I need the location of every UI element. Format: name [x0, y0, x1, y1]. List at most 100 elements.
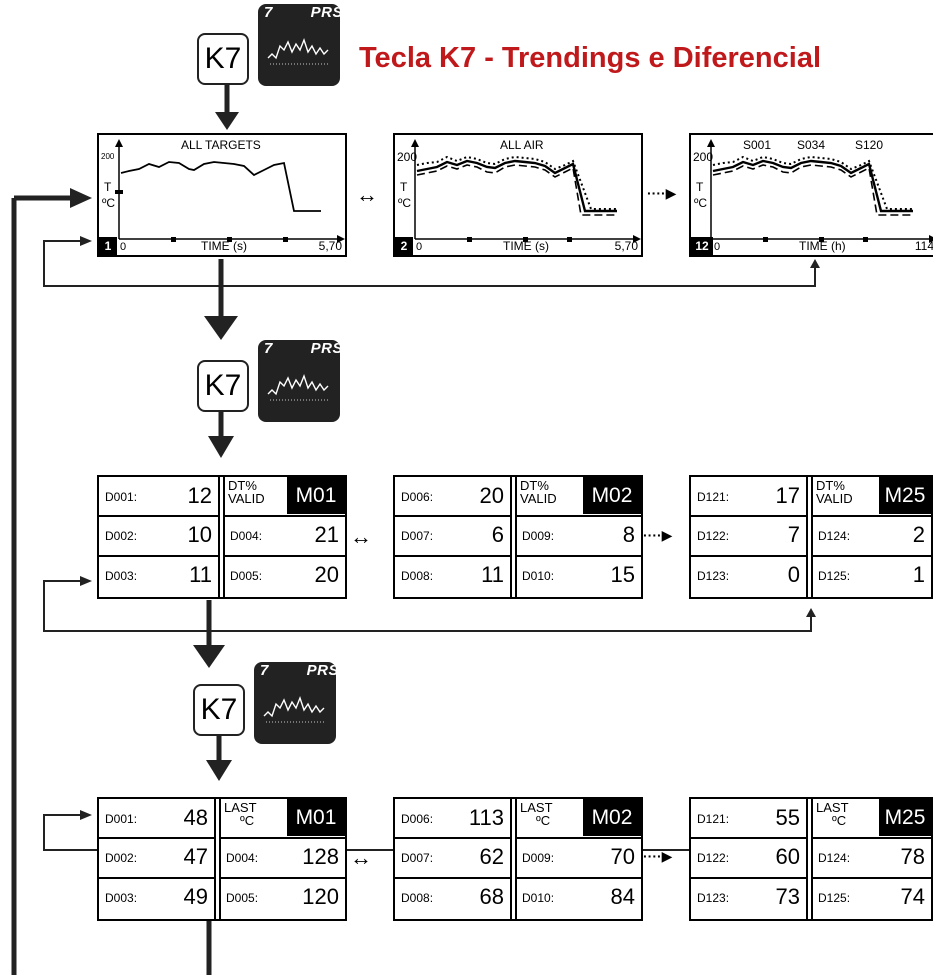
- table-row: D007:62: [395, 838, 510, 877]
- cell-value: 55: [775, 805, 800, 830]
- cell-value: 6: [491, 522, 504, 547]
- cell-value: 74: [900, 884, 925, 909]
- cell-label: D010:: [522, 891, 555, 905]
- cell-value: 15: [610, 562, 635, 587]
- table-row: D124:2: [812, 516, 931, 555]
- module-badge: M02: [583, 799, 641, 836]
- cell-value: 12: [187, 483, 212, 508]
- cell-label: D004:: [230, 529, 263, 543]
- cell-value: 11: [189, 562, 212, 587]
- both-ways-arrow: ↔: [350, 524, 372, 549]
- table-row: D004:128: [220, 838, 345, 877]
- cell-value: 20: [314, 562, 339, 587]
- k7-key[interactable]: K7: [193, 684, 245, 736]
- table-header: DT%VALID M01: [224, 477, 345, 516]
- table-row: D121: 55: [691, 799, 806, 838]
- table-row: D004:21: [224, 516, 345, 555]
- table-row: D010:15: [516, 556, 641, 595]
- cell-value: 48: [183, 805, 208, 830]
- table-row: D002: 10: [99, 516, 218, 555]
- cell-label: D125:: [818, 569, 851, 583]
- cell-value: 68: [479, 884, 504, 909]
- trend-screen-all-targets: ALL TARGETS 200 T ºC 1 0 TIME (s) 5,70: [97, 133, 347, 257]
- module-badge: M25: [879, 799, 931, 836]
- table-row: D122:60: [691, 838, 806, 877]
- diagram-title: Tecla K7 - Trendings e Diferencial: [359, 42, 822, 74]
- k7-key[interactable]: K7: [197, 33, 249, 85]
- trend-title: ALL AIR: [500, 138, 544, 152]
- trend-key-icon: 7 PRS: [258, 340, 340, 422]
- cell-value: 11: [481, 562, 504, 587]
- table-row: D007:6: [395, 516, 510, 555]
- cell-value: 120: [302, 884, 339, 909]
- table-row: D125: 74: [812, 878, 931, 917]
- x-max-label: 5,70: [318, 239, 342, 253]
- screen-number-badge: 12: [691, 237, 713, 255]
- both-ways-arrow: ↔: [350, 845, 372, 870]
- cell-label: D125:: [818, 891, 851, 905]
- ellipsis-arrow: ····▶: [643, 527, 673, 543]
- module-badge: M02: [583, 477, 641, 514]
- table-row: D009:70: [516, 838, 641, 877]
- key-icon-mode: PRS: [306, 662, 336, 679]
- y-max-label: 200: [693, 150, 714, 164]
- table-row: D121:17: [691, 477, 806, 516]
- table-row: D002:47: [99, 838, 214, 877]
- table-row: D001:48: [99, 799, 214, 838]
- cell-label: D006:: [401, 812, 434, 826]
- flow-arrow-down: [215, 84, 239, 130]
- y-axis-unit: ºC: [694, 196, 708, 210]
- trend-title: ALL TARGETS: [181, 138, 261, 152]
- cell-value: 84: [610, 884, 635, 909]
- cell-label: D005:: [226, 891, 259, 905]
- k7-key[interactable]: K7: [197, 360, 249, 412]
- cell-value: 20: [479, 483, 504, 508]
- cell-value: 47: [183, 844, 208, 869]
- x-origin-label: 0: [714, 241, 721, 253]
- cell-label: D123:: [697, 891, 730, 905]
- cell-value: 60: [775, 844, 800, 869]
- header-label: DT%VALID: [520, 478, 557, 506]
- cell-value: 0: [787, 562, 800, 587]
- x-axis-label: TIME (h): [799, 239, 846, 253]
- diff-table-m25: D121:17 D122:7 D123:0 DT%VALID M25 D124:…: [689, 475, 933, 599]
- table-row: D001: 12: [99, 477, 218, 516]
- module-badge: M01: [287, 799, 345, 836]
- diff-table-m01: D001:12 D002:10 D003:11 DT%VALID M01 D00…: [97, 475, 347, 599]
- cell-label: D009:: [522, 851, 555, 865]
- trend-plot-3: [707, 139, 933, 243]
- y-axis-unit: ºC: [102, 196, 116, 210]
- module-badge: M01: [287, 477, 345, 514]
- trend-key-icon: 7 PRS: [258, 4, 340, 86]
- series-label-1: S001: [743, 138, 772, 152]
- cell-label: D121:: [697, 812, 730, 826]
- key-icon-mode: PRS: [310, 4, 340, 21]
- cell-value: 2: [912, 522, 925, 547]
- table-header: DT%VALID M02: [516, 477, 641, 516]
- x-axis-label: TIME (s): [201, 239, 247, 253]
- trend-screen-all-air: ALL AIR 200 T ºC 2 0 TIME (s) 5,70: [393, 133, 643, 257]
- table-row: D124:78: [812, 838, 931, 877]
- cell-label: D001:: [105, 490, 138, 504]
- key-icon-mode: PRS: [310, 340, 340, 357]
- key-icon-number: 7: [264, 340, 273, 357]
- module-badge: M25: [879, 477, 931, 514]
- table-header: DT%VALID M25: [812, 477, 931, 516]
- cell-label: D009:: [522, 529, 555, 543]
- ellipsis-arrow: ····▶: [643, 848, 673, 864]
- cell-value: 7: [787, 522, 800, 547]
- cell-label: D002:: [105, 529, 138, 543]
- table-row: D005:20: [224, 556, 345, 595]
- ellipsis-arrow: ····▶: [647, 185, 677, 201]
- cell-value: 10: [187, 522, 212, 547]
- x-origin-label: 0: [120, 241, 127, 253]
- cell-label: D008:: [401, 891, 434, 905]
- table-row: D008:11: [395, 556, 510, 595]
- cell-value: 78: [900, 844, 925, 869]
- diff-table-m02: D006:20 D007:6 D008:11 DT%VALID M02 D009…: [393, 475, 643, 599]
